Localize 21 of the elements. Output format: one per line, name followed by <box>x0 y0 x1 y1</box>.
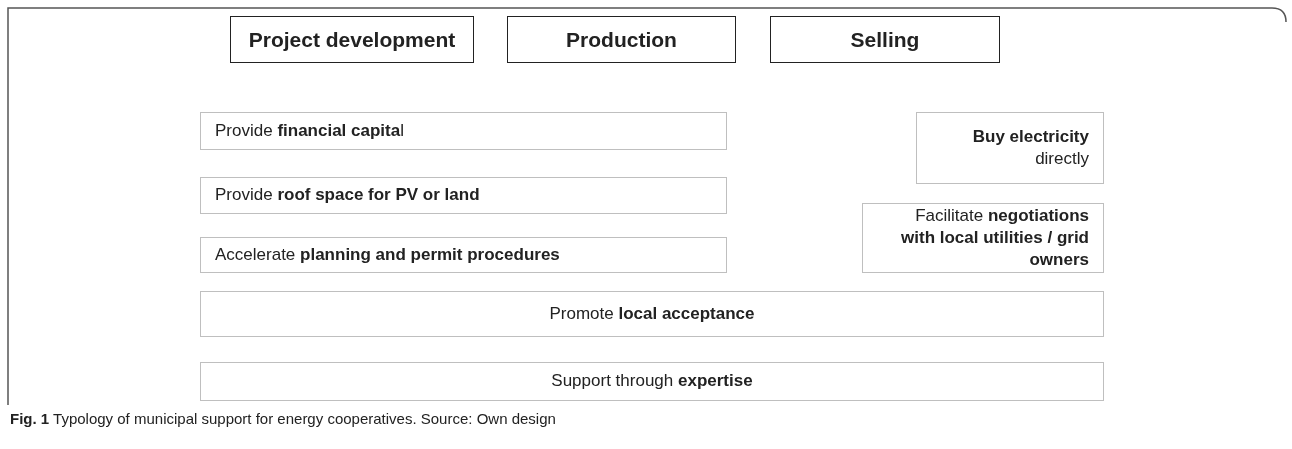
support-text: Provide roof space for PV or land <box>215 184 480 207</box>
stage-title: Production <box>566 26 677 53</box>
support-box <box>916 112 1104 184</box>
support-text: Buy electricity directly <box>971 125 1089 170</box>
support-text: Support through expertise <box>551 370 753 393</box>
support-text: Facilitate negotiations with local utilities / grid owners <box>900 204 1089 272</box>
support-box <box>200 177 727 214</box>
support-text: Accelerate planning and permit procedures <box>215 243 560 266</box>
stage-header-box <box>230 16 474 63</box>
support-box <box>200 112 727 150</box>
support-box <box>200 362 1104 401</box>
support-text: Provide financial capital <box>215 119 404 142</box>
stage-header-box <box>507 16 736 63</box>
support-text: Promote local acceptance <box>549 302 755 325</box>
support-box <box>200 291 1104 337</box>
stage-title: Project development <box>248 26 456 53</box>
figure-caption: Fig. 1 Typology of municipal support for energy cooperatives. Source: Own design <box>10 410 556 427</box>
support-box <box>200 237 727 273</box>
stage-title: Selling <box>850 26 920 53</box>
support-box <box>862 203 1104 273</box>
stage-header-box <box>770 16 1000 63</box>
